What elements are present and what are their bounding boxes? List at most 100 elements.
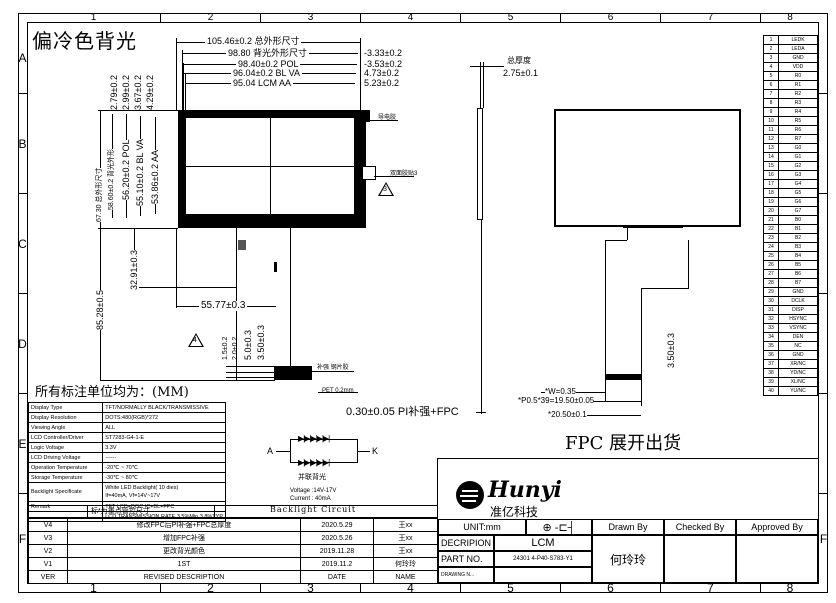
dim-line <box>548 415 641 416</box>
leader-line <box>374 176 414 177</box>
revision-version: V3 <box>28 531 68 545</box>
pin-signal: DEN <box>778 332 818 342</box>
backlight-title: Backlight Circuit <box>270 505 357 514</box>
spec-value: -20℃ ~ 70℃ <box>102 462 226 473</box>
pin-number: 5 <box>763 71 779 81</box>
zone-row-right-b <box>819 94 828 194</box>
pin-signal: VSYNC <box>778 323 818 333</box>
pin-number: 10 <box>763 116 779 126</box>
spec-row: Operation Temperature-20℃ ~ 70℃ <box>27 462 226 473</box>
zone-col-3: 3 <box>261 13 361 23</box>
fpc-connector <box>238 240 246 250</box>
callout-stiffener: 补强 钢片胶 <box>317 365 349 371</box>
dim-ext-line <box>100 380 275 381</box>
dim-ext-line <box>226 372 274 373</box>
spec-value: ALL <box>102 422 226 433</box>
pin-number: 28 <box>763 278 779 288</box>
part-no-value: 24301 4-P40-S783-Y1 <box>494 551 592 567</box>
zone-row-right-f: F <box>819 532 828 546</box>
revision-name: 王xx <box>373 518 438 532</box>
pin-number: 20 <box>763 206 779 216</box>
spec-value: ST7283-G4-1-E <box>102 432 226 443</box>
center-line-h <box>186 166 354 167</box>
dim-ext-line <box>176 228 177 308</box>
pin-signal: G6 <box>778 197 818 207</box>
conductive-tab <box>366 110 370 122</box>
zone-row-c: C <box>18 194 27 294</box>
pin-signal: HSYNC <box>778 314 818 324</box>
pin-signal: XL/NC <box>778 377 818 387</box>
side-ext-line <box>480 62 481 108</box>
pin-number: 22 <box>763 224 779 234</box>
back-dim-total: *20.50±0.1 <box>548 410 587 420</box>
pin-signal: R0 <box>778 71 818 81</box>
drawing-no-label: DRAWING N... <box>438 567 494 583</box>
pin-number: 26 <box>763 260 779 270</box>
zone-row-d: D <box>18 294 27 394</box>
back-dim-stiffener: 3.50±0.3 <box>666 333 676 368</box>
pin-signal: B7 <box>778 278 818 288</box>
pin-signal: G3 <box>778 170 818 180</box>
dim-pol-height: 56.20±0.2 POL <box>121 139 131 200</box>
revision-date: 2020.5.29 <box>300 518 374 532</box>
company-name-en: Hunyi <box>488 477 562 503</box>
pin-number: 33 <box>763 323 779 333</box>
revision-description: 修改FPC后PI补强+FPC总厚度 <box>67 518 301 532</box>
zone-col-6: 6 <box>561 13 661 23</box>
circuit-parallel-branch <box>290 439 358 463</box>
pin-number: 13 <box>763 143 779 153</box>
spec-label: Display Type <box>27 402 104 413</box>
pin-signal: B1 <box>778 224 818 234</box>
pin-signal: G0 <box>778 143 818 153</box>
dim-fpc-total: 85.28±0.5 <box>95 290 105 330</box>
pin-signal: B4 <box>778 251 818 261</box>
revision-date: 2019.11.2 <box>300 557 374 571</box>
leader-line <box>370 120 398 121</box>
spec-label: Logic Voltage <box>27 442 104 453</box>
zone-col-bottom-8: 8 <box>786 581 794 595</box>
fpc-component <box>274 262 277 272</box>
dim-tick <box>476 412 486 413</box>
title-block: Hunyi 准亿科技 UNIT:mm ⊕ -⊏┤ Drawn By Checke… <box>437 458 819 584</box>
zone-row-right-a <box>819 22 828 94</box>
zone-col-bottom-7: 7 <box>661 582 761 594</box>
pin-number: 17 <box>763 179 779 189</box>
dim-pol-width: 98.40±0.2 POL <box>236 59 301 69</box>
pin-signal: B2 <box>778 233 818 243</box>
callout-double-tape: 双面胶贴3 <box>390 171 418 177</box>
drawn-by-value: 何玲玲 <box>592 535 664 583</box>
zone-col-bottom-2: 2 <box>161 582 261 594</box>
zone-row-a: A <box>18 22 27 94</box>
pin-number: 19 <box>763 197 779 207</box>
pin-signal: DCLK <box>778 296 818 306</box>
zone-col-2: 2 <box>161 13 261 23</box>
pin-signal: R3 <box>778 98 818 108</box>
pin-number: 40 <box>763 386 779 396</box>
key-dimension-note: 标*为重点管控尺寸 <box>91 508 150 515</box>
dim-ext-line <box>134 287 236 288</box>
pin-number: 25 <box>763 251 779 261</box>
pin-signal: GND <box>778 350 818 360</box>
pin-signal: R5 <box>778 116 818 126</box>
pin-number: 36 <box>763 350 779 360</box>
spec-value: TFT/NORMALLY BLACK/TRANSMISSIVE <box>102 402 226 413</box>
thickness-value: 2.75±0.1 <box>503 68 538 78</box>
pin-signal: R6 <box>778 125 818 135</box>
pin-signal: LEDK <box>778 35 818 45</box>
pin-signal: G4 <box>778 179 818 189</box>
